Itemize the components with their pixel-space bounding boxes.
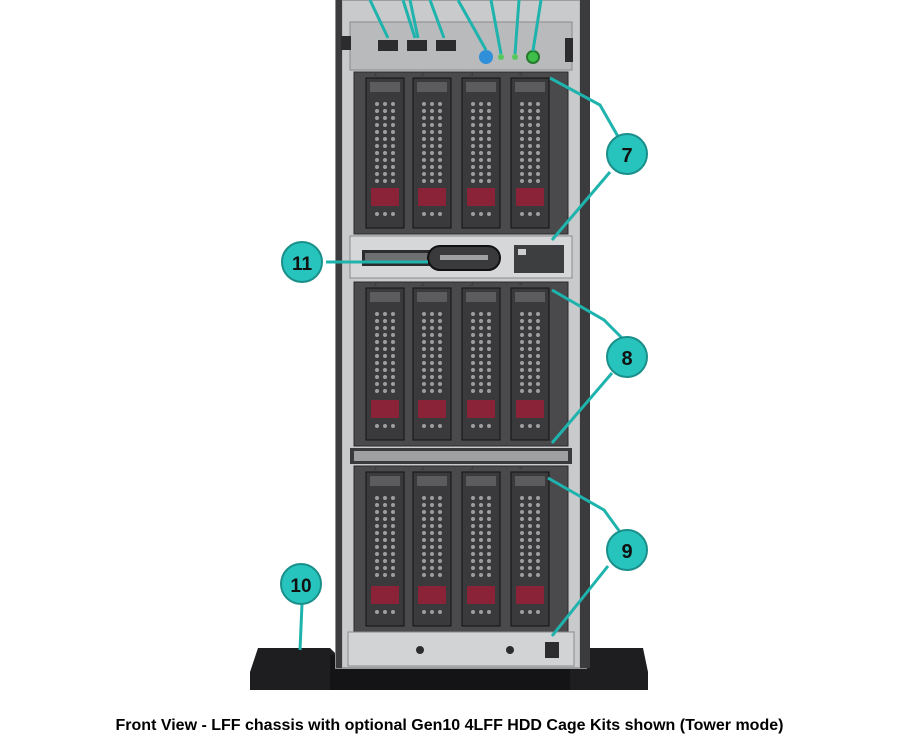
drive-bay-number: 2	[421, 282, 425, 288]
drive-latch[interactable]	[418, 586, 446, 604]
drive-bay-number: 3	[470, 72, 474, 78]
drive-latch[interactable]	[467, 188, 495, 206]
drive-bay[interactable]: 1	[365, 72, 405, 229]
drive-bay-number: 4	[519, 466, 523, 472]
drive-cage-cage-9: 1 2 3 4	[353, 465, 569, 633]
bottom-panel	[347, 631, 575, 667]
server-chassis-illustration: 1 2 3 4 1 2 3 4 1 2 3 4 7 8	[250, 0, 648, 690]
usb-port-2	[407, 40, 427, 51]
media-bay-bar	[349, 235, 573, 279]
drive-bay[interactable]: 2	[412, 466, 452, 627]
drive-cages: 1 2 3 4 1 2 3 4 1 2 3 4	[353, 71, 569, 633]
top-leader-lines	[368, 0, 543, 55]
front-io-panel	[341, 21, 573, 71]
usb-port-3	[436, 40, 456, 51]
callout-label: 8	[621, 348, 632, 370]
power-button	[526, 50, 540, 64]
drive-bay-number: 1	[374, 282, 378, 288]
drive-bay-number: 3	[470, 466, 474, 472]
drive-bay[interactable]: 4	[510, 72, 550, 229]
drive-bay[interactable]: 3	[461, 282, 501, 441]
drive-latch[interactable]	[516, 400, 544, 418]
drive-bay-number: 4	[519, 282, 523, 288]
drive-latch[interactable]	[371, 400, 399, 418]
drive-bay[interactable]: 3	[461, 466, 501, 627]
drive-latch[interactable]	[371, 188, 399, 206]
drive-bay-number: 1	[374, 72, 378, 78]
drive-bay-number: 3	[470, 282, 474, 288]
usb-port-1	[378, 40, 398, 51]
drive-bay[interactable]: 2	[412, 282, 452, 441]
status-led-1	[498, 54, 504, 60]
drive-latch[interactable]	[516, 188, 544, 206]
drive-latch[interactable]	[371, 586, 399, 604]
uid-button	[479, 50, 493, 64]
drive-latch[interactable]	[467, 586, 495, 604]
drive-bay-number: 2	[421, 72, 425, 78]
callout-9: 9	[606, 529, 648, 571]
drive-bay[interactable]: 4	[510, 282, 550, 441]
callout-label: 9	[621, 541, 632, 563]
drive-latch[interactable]	[418, 188, 446, 206]
drive-bay-number: 4	[519, 72, 523, 78]
drive-latch[interactable]	[467, 400, 495, 418]
drive-bay[interactable]: 4	[510, 466, 550, 627]
drive-bay-number: 1	[374, 466, 378, 472]
callout-11: 11	[281, 241, 323, 283]
drive-cage-cage-7: 1 2 3 4	[353, 71, 569, 235]
callout-label: 10	[290, 576, 311, 597]
drive-bay[interactable]: 2	[412, 72, 452, 229]
drive-latch[interactable]	[516, 586, 544, 604]
callout-7: 7	[606, 133, 648, 175]
drive-bay[interactable]: 3	[461, 72, 501, 229]
callout-10: 10	[280, 563, 322, 605]
drive-bay-number: 2	[421, 466, 425, 472]
drive-bay[interactable]: 1	[365, 282, 405, 441]
callout-label: 11	[292, 254, 313, 275]
callout-label: 7	[621, 145, 632, 167]
callout-8: 8	[606, 336, 648, 378]
status-led-2	[512, 54, 518, 60]
callout-leader-lines	[298, 76, 626, 651]
drive-cage-cage-8: 1 2 3 4	[353, 281, 569, 447]
figure-caption: Front View - LFF chassis with optional G…	[115, 717, 784, 734]
drive-latch[interactable]	[418, 400, 446, 418]
drive-bay[interactable]: 1	[365, 466, 405, 627]
